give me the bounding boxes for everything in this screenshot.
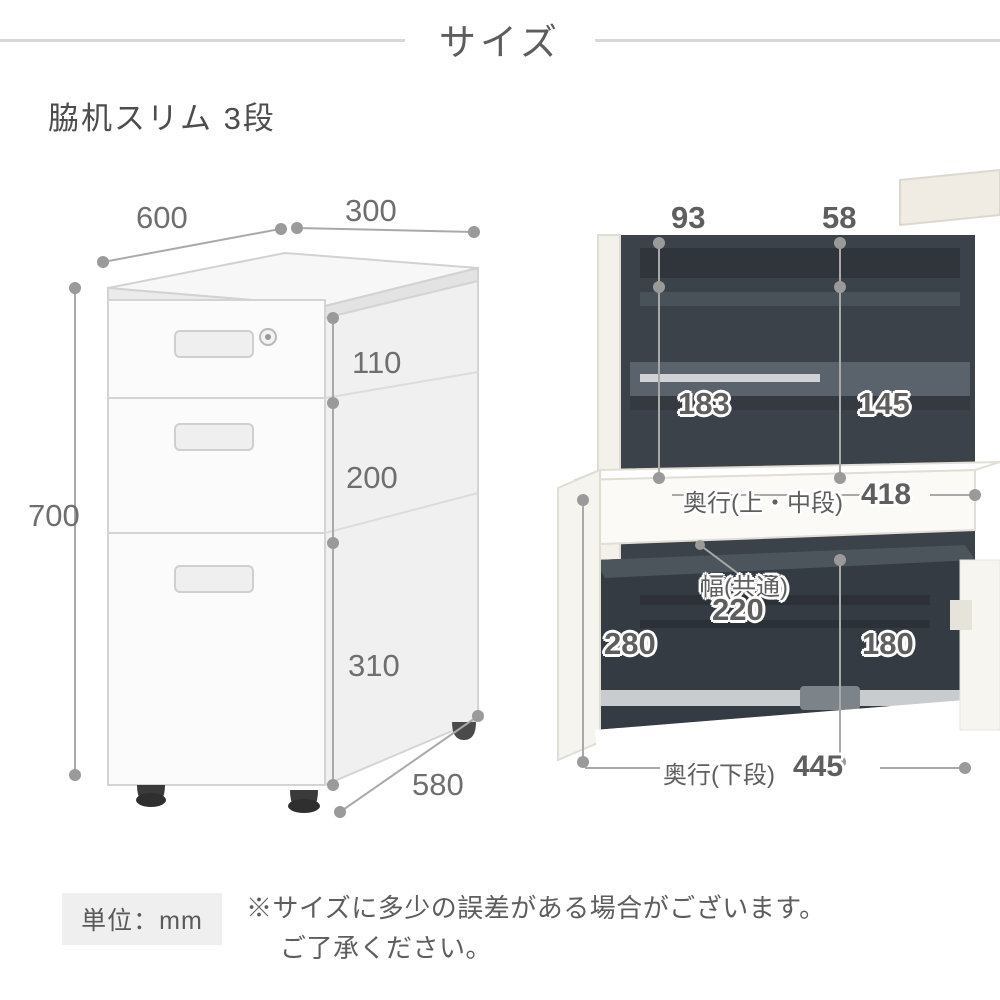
dim-drawer3-310: 310 xyxy=(348,648,400,683)
dim-depth-upper-418: 418 xyxy=(861,478,912,511)
dim-height-700: 700 xyxy=(28,498,80,533)
right-dimension-dots xyxy=(577,237,981,774)
dim-top-left-93: 93 xyxy=(671,200,706,235)
left-dimension-lines xyxy=(74,227,479,813)
label-width-common: 幅(共通) xyxy=(700,574,788,601)
left-dimension-dots xyxy=(69,222,484,818)
product-subtitle: 脇机スリム 3段 xyxy=(48,101,276,136)
unit-label-box: 単位：mm xyxy=(62,893,222,945)
dim-drawer1-110: 110 xyxy=(352,345,402,380)
dim-depth-580: 580 xyxy=(412,767,464,802)
dim-depth-lower-445: 445 xyxy=(793,750,844,783)
label-depth-upper: 奥行(上・中段) xyxy=(683,490,843,517)
page-title: サイズ xyxy=(405,12,595,66)
size-note-line1: ※サイズに多少の誤差がある場合がございます。 xyxy=(246,893,826,923)
dim-mid-left-183: 183 xyxy=(678,386,730,421)
dim-depth-300: 300 xyxy=(345,193,397,228)
label-depth-lower: 奥行(下段) xyxy=(663,762,775,789)
dim-bottom-left-280: 280 xyxy=(604,626,656,661)
dim-width-600: 600 xyxy=(136,200,188,235)
dim-drawer2-200: 200 xyxy=(346,460,398,495)
cabinet-illustration xyxy=(107,251,479,813)
size-note-line2: ご了承ください。 xyxy=(280,933,493,964)
dim-mid-right-145: 145 xyxy=(858,386,910,421)
page-header: サイズ xyxy=(0,0,1000,78)
dim-bottom-right-180: 180 xyxy=(862,626,914,661)
dim-width-common-220: 220 xyxy=(712,592,764,627)
dim-top-right-58: 58 xyxy=(822,200,857,235)
size-note: ※サイズに多少の誤差がある場合がございます。 ご了承ください。 xyxy=(246,888,826,969)
